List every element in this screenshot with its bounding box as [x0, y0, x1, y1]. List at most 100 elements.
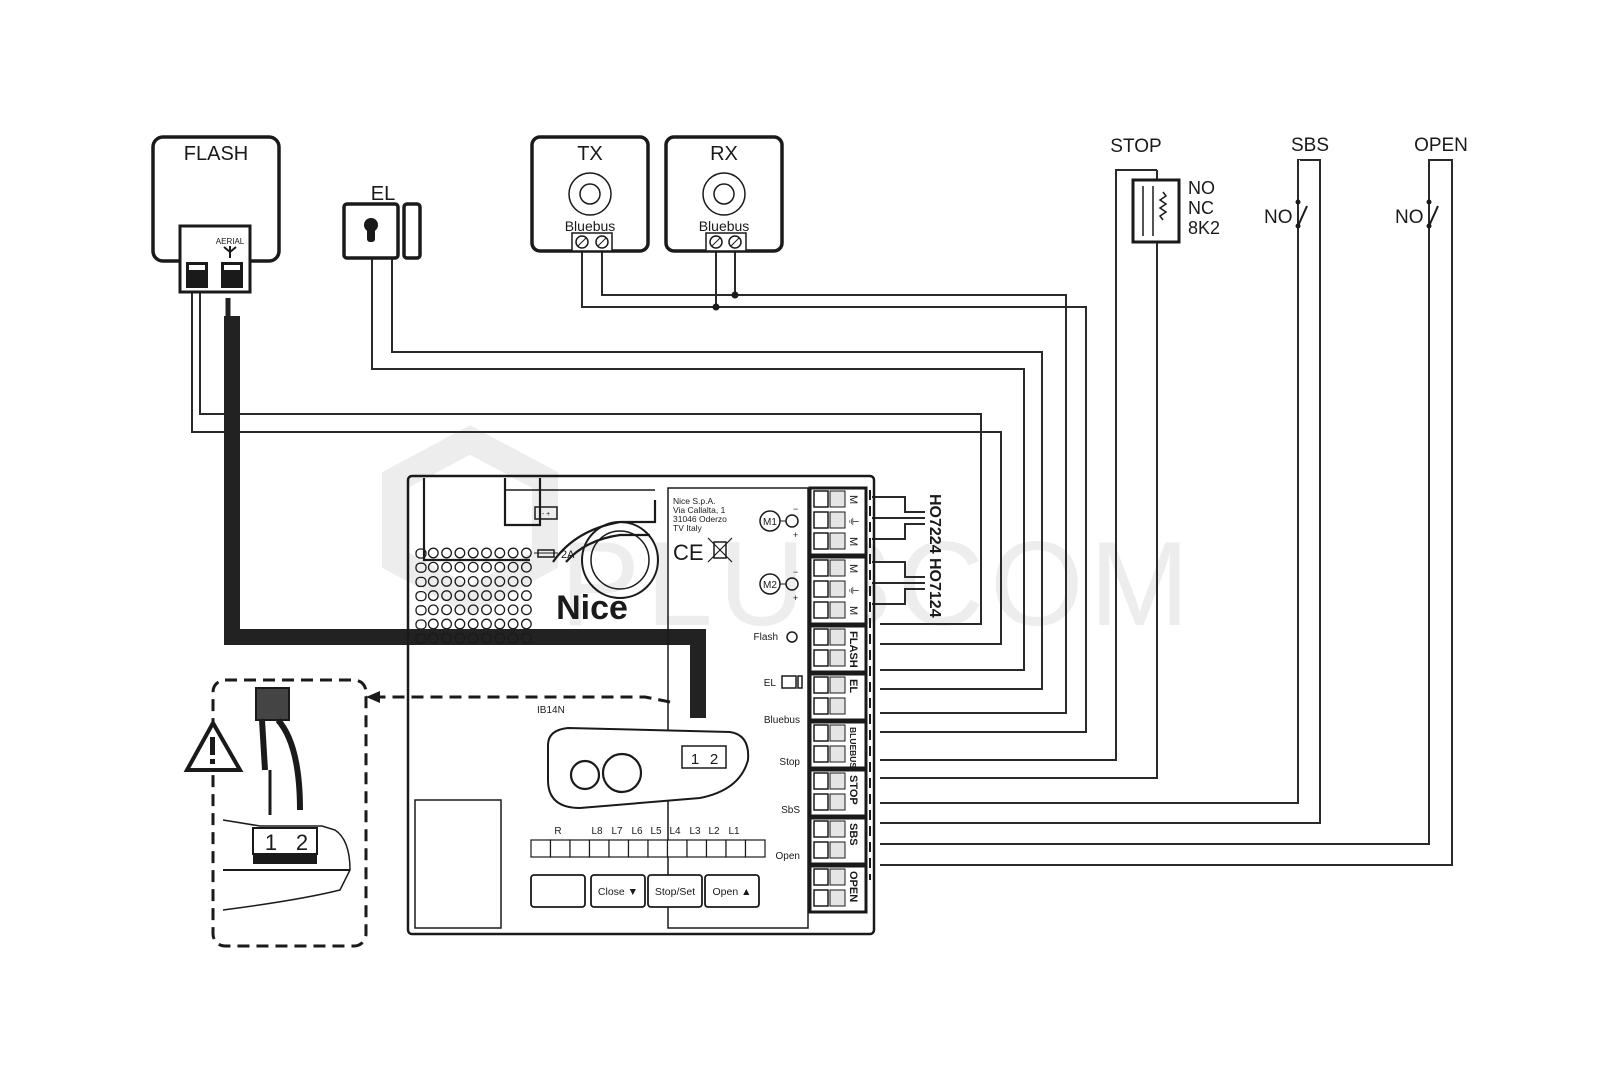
terminal-screw [813, 697, 829, 715]
led-label: L4 [669, 826, 681, 837]
terminal-block-label: STOP [847, 775, 859, 805]
stop-switch-icon [1142, 186, 1168, 236]
vent-hole [507, 547, 519, 559]
board-button-label: Stop/Set [655, 886, 695, 898]
open-device: OPEN NO [1395, 135, 1468, 229]
vent-hole [494, 561, 506, 573]
wire-stop-a [880, 169, 1157, 761]
terminal-block-stop: STOP [808, 768, 868, 818]
fuse-icon [534, 549, 558, 558]
terminal-screw [813, 745, 829, 763]
junction-dot [731, 291, 739, 299]
vent-hole [520, 590, 532, 602]
switch-no-icon [1295, 160, 1308, 229]
motor-m2-icon: M2 −+ [759, 567, 799, 603]
terminal-block-bluebus: BLUEBUS [808, 720, 868, 770]
led-label: R [554, 826, 561, 837]
vent-hole [467, 547, 479, 559]
terminal-screw [813, 628, 829, 646]
vent-hole [520, 561, 532, 573]
vent-hole [441, 618, 453, 630]
svg-text:⏚: ⏚ [847, 516, 860, 527]
led-label: L5 [650, 826, 662, 837]
brand-logo: Nice [556, 589, 628, 627]
lamp-icon [786, 631, 798, 643]
led-label: L2 [708, 826, 720, 837]
vent-hole [494, 604, 506, 616]
board-button[interactable] [530, 874, 586, 908]
vent-hole [481, 590, 492, 602]
led [647, 839, 669, 858]
photocell-rx: RX Bluebus [664, 135, 784, 253]
address-line: 31046 Oderzo [673, 514, 727, 524]
led [744, 839, 766, 858]
vent-hole [454, 604, 466, 616]
svg-text:−: − [793, 504, 798, 514]
vent-hole [507, 575, 519, 587]
led [569, 839, 591, 858]
led [588, 839, 610, 858]
board-button-label: Open ▲ [713, 886, 752, 898]
control-board: - + 2A Nice Nice S.p.A. Via Callalta, 1 … [406, 474, 943, 936]
vent-hole [520, 547, 532, 559]
vent-hole [427, 575, 439, 587]
led [666, 839, 688, 858]
terminal-block-label: BLUEBUS [848, 727, 858, 768]
detail-terminal-2: 2 [296, 830, 308, 855]
led-label: L8 [591, 826, 603, 837]
vent-hole [441, 604, 453, 616]
flash-device: FLASH AERIAL [151, 135, 281, 294]
wire-open-b [880, 226, 1430, 845]
address-line: TV Italy [673, 523, 703, 533]
vent-hole [494, 590, 506, 602]
antenna-detail-inset: 1 2 [183, 678, 671, 948]
led [530, 839, 552, 858]
board-button-label: Close ▼ [598, 886, 638, 898]
terminal-screw [813, 889, 829, 907]
vent-hole [441, 561, 453, 573]
sbs-title: SBS [1291, 135, 1329, 156]
vent-hole [481, 618, 492, 630]
board-button[interactable]: Close ▼ [590, 874, 646, 908]
side-label-flash: Flash [754, 632, 778, 643]
board-button[interactable]: Stop/Set [647, 874, 703, 908]
terminal-block-m2: M⏚M [808, 555, 868, 626]
flash-title: FLASH [184, 143, 248, 165]
keyhole-icon [364, 218, 378, 242]
svg-text:1: 1 [691, 751, 699, 768]
switch-no-icon [1426, 160, 1439, 229]
board-button[interactable]: Open ▲ [704, 874, 760, 908]
el-title: EL [371, 183, 395, 205]
vent-hole [494, 632, 506, 644]
lens-icon [568, 172, 612, 216]
side-label-open: Open [776, 851, 800, 862]
capacitor [581, 521, 659, 599]
vent-hole [481, 561, 492, 573]
sbs-device: SBS NO [1264, 135, 1329, 229]
address-line: Nice S.p.A. [673, 496, 716, 506]
stop-device: STOP NO NC 8K2 [1110, 136, 1220, 244]
el-device: EL [342, 183, 422, 260]
vent-hole [454, 632, 466, 644]
led [686, 839, 708, 858]
vent-hole [467, 632, 479, 644]
terminal-screw [813, 724, 829, 742]
svg-text:M1: M1 [763, 517, 777, 528]
battery-icon: - + [534, 506, 558, 520]
led [608, 839, 630, 858]
lens-icon [702, 172, 746, 216]
vent-hole [494, 618, 506, 630]
vent-hole [415, 562, 427, 573]
wire-el-b [391, 258, 1043, 690]
open-contact-label: NO [1395, 207, 1424, 228]
vent-hole [520, 632, 532, 644]
coax-cable [255, 687, 290, 721]
wire-sbs-b [880, 226, 1299, 804]
vent-hole [441, 575, 453, 587]
led [549, 839, 571, 858]
photocell-tx: TX Bluebus [530, 135, 650, 253]
vent-hole [454, 547, 466, 559]
vent-hole [467, 618, 479, 630]
